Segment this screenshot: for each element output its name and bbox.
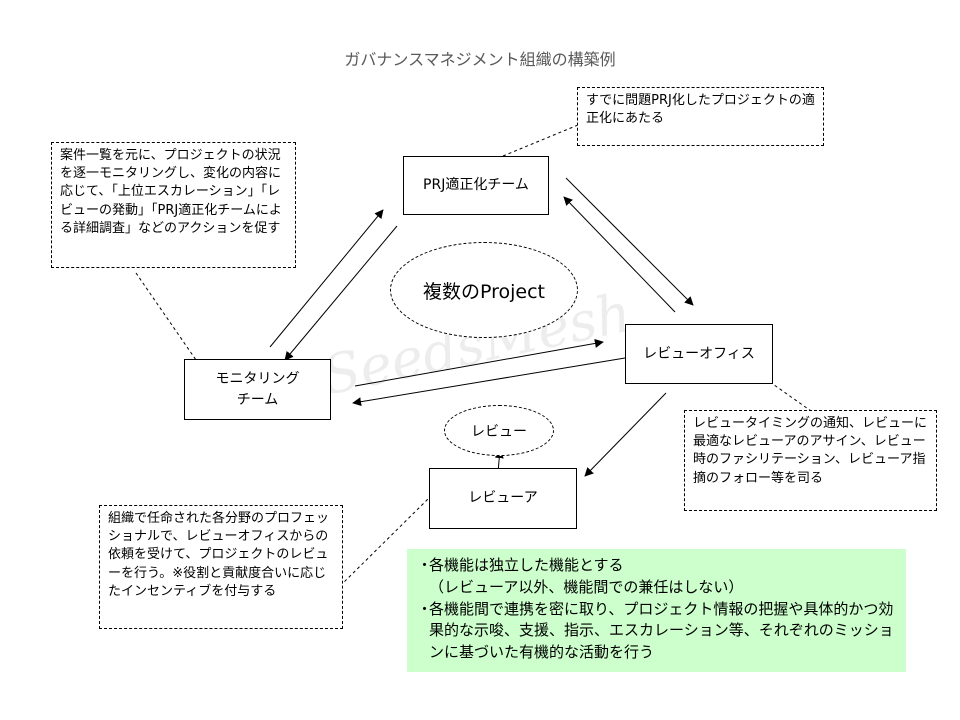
arrow-prj-to-office	[565, 177, 694, 306]
principle-subtext-1: （レビューア以外、機能間での兼任はしない）	[429, 577, 744, 596]
review-ellipse: レビュー	[444, 405, 554, 456]
page-title: ガバナンスマネジメント組織の構築例	[344, 50, 616, 69]
arrow-office-to-reviewer	[584, 392, 667, 477]
leader-reviewer-note	[335, 496, 431, 591]
leader-monitoring-note	[135, 272, 197, 361]
monitoring-team-box: モニタリングチーム	[184, 359, 331, 420]
reviewer-box: レビューア	[429, 468, 577, 529]
principles-box: ・ 各機能は独立した機能とする （レビューア以外、機能間での兼任はしない） ・ …	[407, 549, 906, 672]
arrow-office-to-monitoring	[352, 357, 626, 407]
principle-text-1: 各機能は独立した機能とする	[429, 556, 624, 574]
arrow-monitoring-to-office	[354, 338, 604, 387]
arrow-monitoring-to-prj	[269, 209, 384, 348]
arrow-prj-to-monitoring	[284, 225, 398, 361]
principle-item-1: ・ 各機能は独立した機能とする	[417, 555, 896, 577]
principle-text-2: 各機能間で連携を密に取り、プロジェクト情報の把握や具体的かつ効果的な示唆、支援、…	[429, 599, 894, 662]
prj-team-note: すでに問題PRJ化したプロジェクトの適正化にあたる	[577, 87, 824, 146]
bullet: ・	[417, 556, 433, 574]
reviewer-note: 組織で任命された各分野のプロフェッショナルで、レビューオフィスからの依頼を受けて…	[99, 505, 343, 629]
review-office-box: レビューオフィス	[625, 324, 773, 384]
prj-team-box: PRJ適正化チーム	[403, 156, 549, 215]
monitoring-team-note: 案件一覧を元に、プロジェクトの状況を逐一モニタリングし、変化の内容に応じて、「上…	[51, 142, 296, 268]
bullet: ・	[417, 599, 433, 618]
leader-prj-note	[502, 124, 579, 157]
review-office-note: レビュータイミングの通知、レビューに最適なレビューアのアサイン、レビュー時のファ…	[684, 410, 937, 511]
arrow-office-to-prj	[563, 196, 676, 313]
projects-ellipse: 複数のProject	[390, 242, 578, 338]
principle-item-2: ・ 各機能間で連携を密に取り、プロジェクト情報の把握や具体的かつ効果的な示唆、支…	[417, 599, 896, 664]
